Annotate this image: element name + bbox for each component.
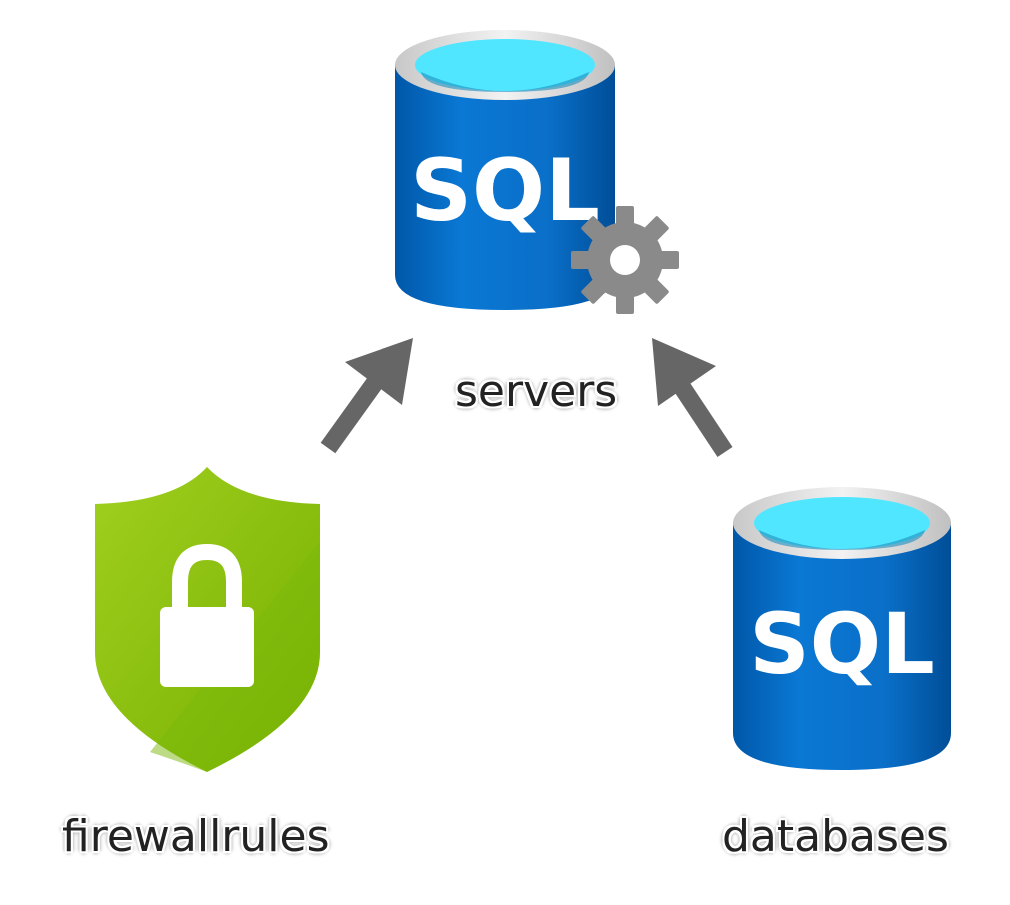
databases-label: databases bbox=[722, 811, 949, 862]
edge-databases-to-servers bbox=[652, 338, 733, 457]
lock-icon bbox=[160, 543, 254, 687]
gear-icon bbox=[571, 206, 679, 314]
sql-server-gear-icon: SQL bbox=[395, 30, 679, 314]
servers-label: servers bbox=[455, 366, 618, 417]
shield-lock-icon bbox=[95, 467, 320, 772]
edge-firewallrules-to-servers bbox=[320, 338, 413, 454]
sql-text: SQL bbox=[410, 141, 600, 241]
sql-text: SQL bbox=[749, 595, 934, 693]
sql-database-icon: SQL bbox=[733, 487, 951, 770]
firewallrules-label: firewallrules bbox=[62, 811, 330, 862]
